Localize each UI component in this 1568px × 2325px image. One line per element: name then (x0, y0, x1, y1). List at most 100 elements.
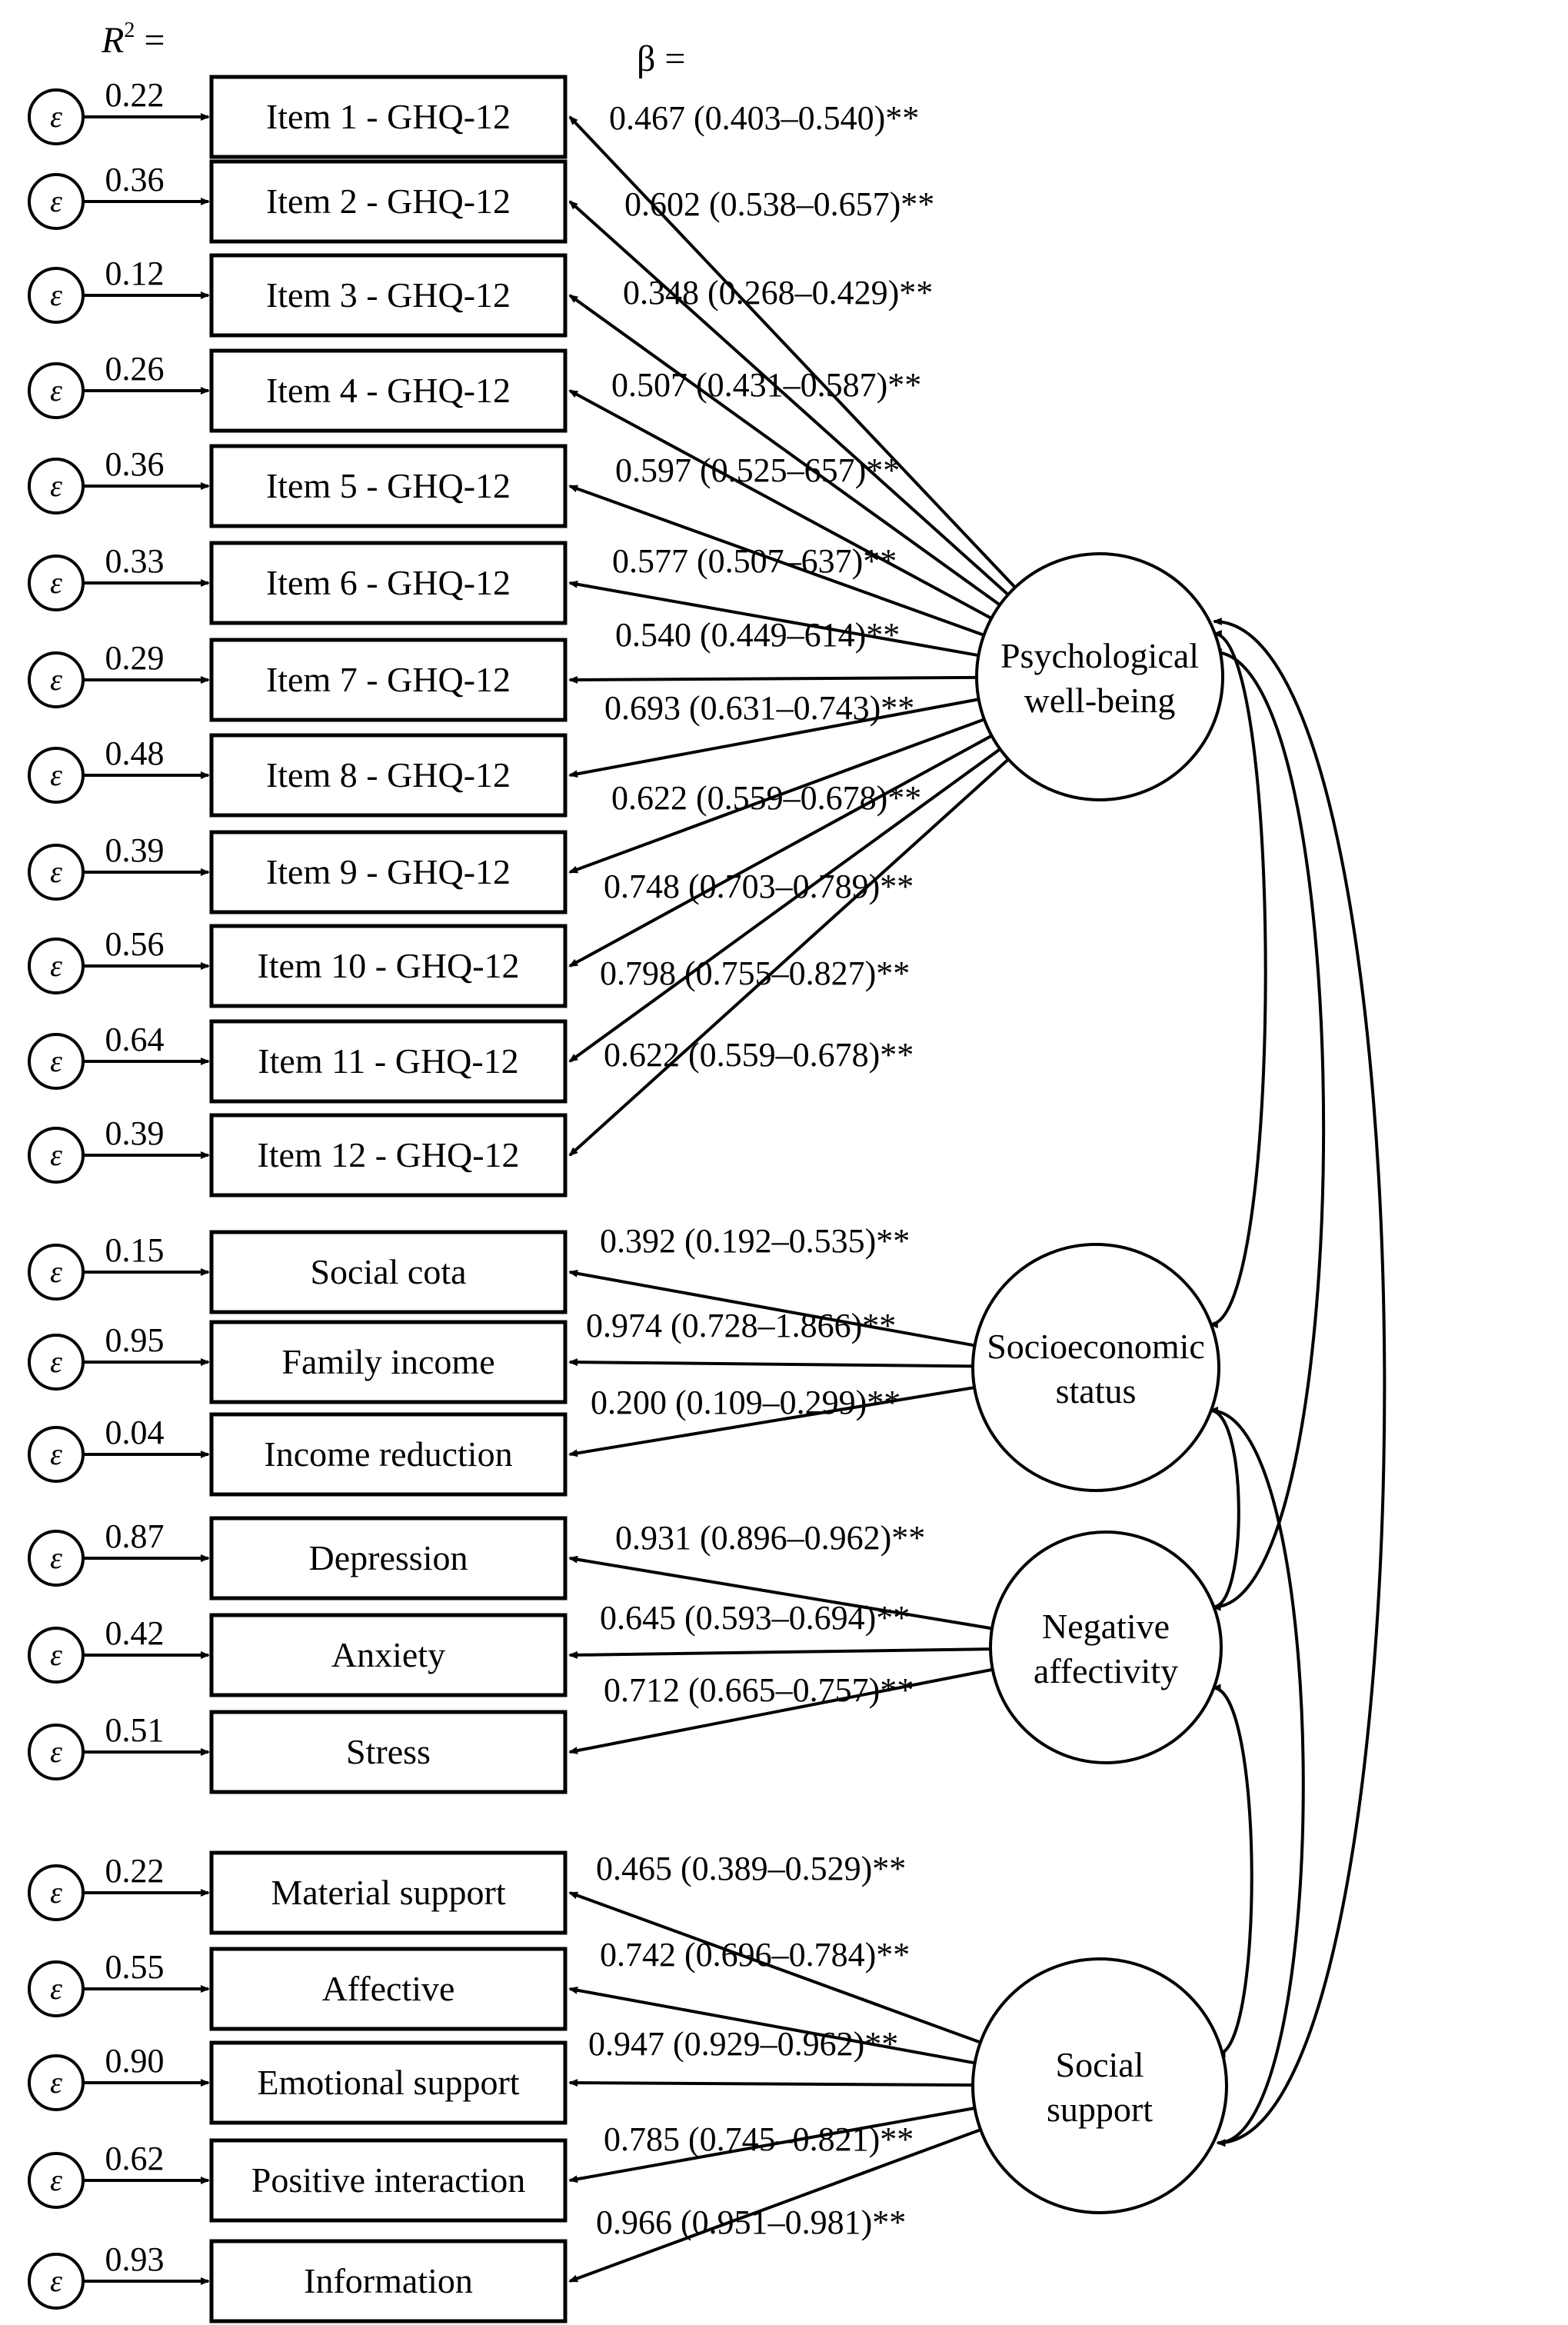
loading-beta-label: 0.540 (0.449–614)** (615, 616, 900, 654)
indicator-label: Anxiety (331, 1635, 445, 1674)
indicator-box (209, 1412, 568, 1497)
r2-value: 0.12 (105, 255, 165, 292)
loading-beta-label: 0.392 (0.192–0.535)** (600, 1222, 910, 1260)
latent-label-line: Social (1056, 2045, 1144, 2084)
indicator-box (209, 159, 568, 244)
loading-arrow (568, 200, 1010, 596)
r2-value: 0.22 (105, 76, 165, 114)
latent-negative-affectivity: Negative affectivity (989, 1531, 1223, 1764)
latent-label-line: well-being (1024, 681, 1176, 720)
r2-value: 0.29 (105, 639, 165, 677)
latent-circle (989, 1531, 1223, 1764)
indicator-box (209, 1019, 568, 1104)
loading-beta-label: 0.931 (0.896–0.962)** (615, 1519, 925, 1557)
loading-arrow (568, 1386, 975, 1457)
latent-label-line: Socioeconomic (987, 1327, 1205, 1366)
r2-value: 0.62 (105, 2140, 165, 2177)
error-symbol: ε (50, 2065, 62, 2100)
loading-arrow (568, 2128, 981, 2283)
covariance-arrow-na-ss (1211, 1684, 1253, 2058)
error-symbol: ε (50, 278, 62, 312)
column-headers: R2 = β = (101, 18, 686, 79)
r2-value: 0.42 (105, 1614, 165, 1652)
latent-circle (971, 1957, 1228, 2214)
latent-label-line: Psychological (1000, 636, 1199, 675)
indicator-box (209, 2138, 568, 2223)
r2-value: 0.51 (105, 1711, 165, 1749)
loading-beta-label: 0.966 (0.951–0.981)** (596, 2203, 906, 2241)
r2-value: 0.90 (105, 2042, 165, 2080)
indicator-label: Stress (346, 1732, 431, 1771)
indicator-box (209, 1947, 568, 2031)
loading-beta-label: 0.622 (0.559–0.678)** (604, 1036, 914, 1074)
r2-value: 0.39 (105, 1114, 165, 1152)
loading-labels: 0.467 (0.403–0.540)** 0.602 (0.538–0.657)… (586, 99, 934, 2241)
error-symbol: ε (50, 2263, 62, 2298)
error-symbol: ε (50, 1637, 62, 1672)
error-symbol: ε (50, 1044, 62, 1078)
loading-beta-label: 0.200 (0.109–0.299)** (591, 1384, 901, 1421)
r2-header: R2 = (101, 18, 165, 61)
error-symbol: ε (50, 1254, 62, 1289)
loading-arrow (568, 115, 1017, 589)
r2-value: 0.36 (105, 161, 165, 198)
indicator-label: Item 10 - GHQ-12 (257, 946, 519, 985)
latent-label-line: affectivity (1034, 1651, 1178, 1690)
latent-circle (971, 1243, 1220, 1492)
indicator-label: Item 9 - GHQ-12 (266, 852, 511, 891)
loading-beta-label: 0.602 (0.538–0.657)** (624, 185, 934, 223)
indicator-box (209, 1230, 568, 1314)
latent-label-line: Negative (1042, 1607, 1170, 1646)
error-symbol: ε (50, 854, 62, 889)
indicator-label: Positive interaction (251, 2160, 525, 2200)
error-symbol: ε (50, 662, 62, 697)
error-symbol: ε (50, 1437, 62, 1471)
loading-beta-label: 0.507 (0.431–0.587)** (611, 366, 921, 404)
loading-arrow (568, 1891, 981, 2044)
error-symbol: ε (50, 1344, 62, 1379)
latent-label-line: status (1056, 1371, 1137, 1411)
latent-circle (975, 552, 1224, 801)
loading-arrow (568, 675, 977, 684)
error-symbol: ε (50, 758, 62, 792)
indicator-label: Item 8 - GHQ-12 (266, 755, 511, 794)
indicator-label: Depression (309, 1538, 468, 1577)
latent-socioeconomic-status: Socioeconomic status (971, 1243, 1220, 1492)
indicator-label: Affective (322, 1969, 455, 2008)
latent-label-line: support (1047, 2090, 1153, 2129)
covariance-arrow-pwb-na (1211, 648, 1326, 1611)
indicator-label: Item 6 - GHQ-12 (266, 563, 511, 602)
indicator-label: Item 4 - GHQ-12 (266, 371, 511, 410)
loading-beta-label: 0.947 (0.929–0.962)** (588, 2025, 898, 2063)
indicator-box (209, 253, 568, 338)
indicator-box (209, 348, 568, 433)
error-symbol: ε (50, 565, 62, 600)
r2-value: 0.87 (105, 1517, 165, 1555)
loading-beta-label: 0.467 (0.403–0.540)** (609, 99, 919, 137)
r2-value: 0.56 (105, 925, 165, 963)
error-symbol: ε (50, 2163, 62, 2197)
loading-arrow (568, 1269, 975, 1347)
indicator-label: Emotional support (257, 2063, 519, 2102)
indicator-box (209, 2040, 568, 2125)
latent-psychological-well-being: Psychological well-being (975, 552, 1224, 801)
error-symbol: ε (50, 1971, 62, 2006)
r2-value: 0.26 (105, 350, 165, 388)
indicator-label: Item 7 - GHQ-12 (266, 660, 511, 699)
loading-beta-label: 0.597 (0.525–657)** (615, 451, 900, 489)
